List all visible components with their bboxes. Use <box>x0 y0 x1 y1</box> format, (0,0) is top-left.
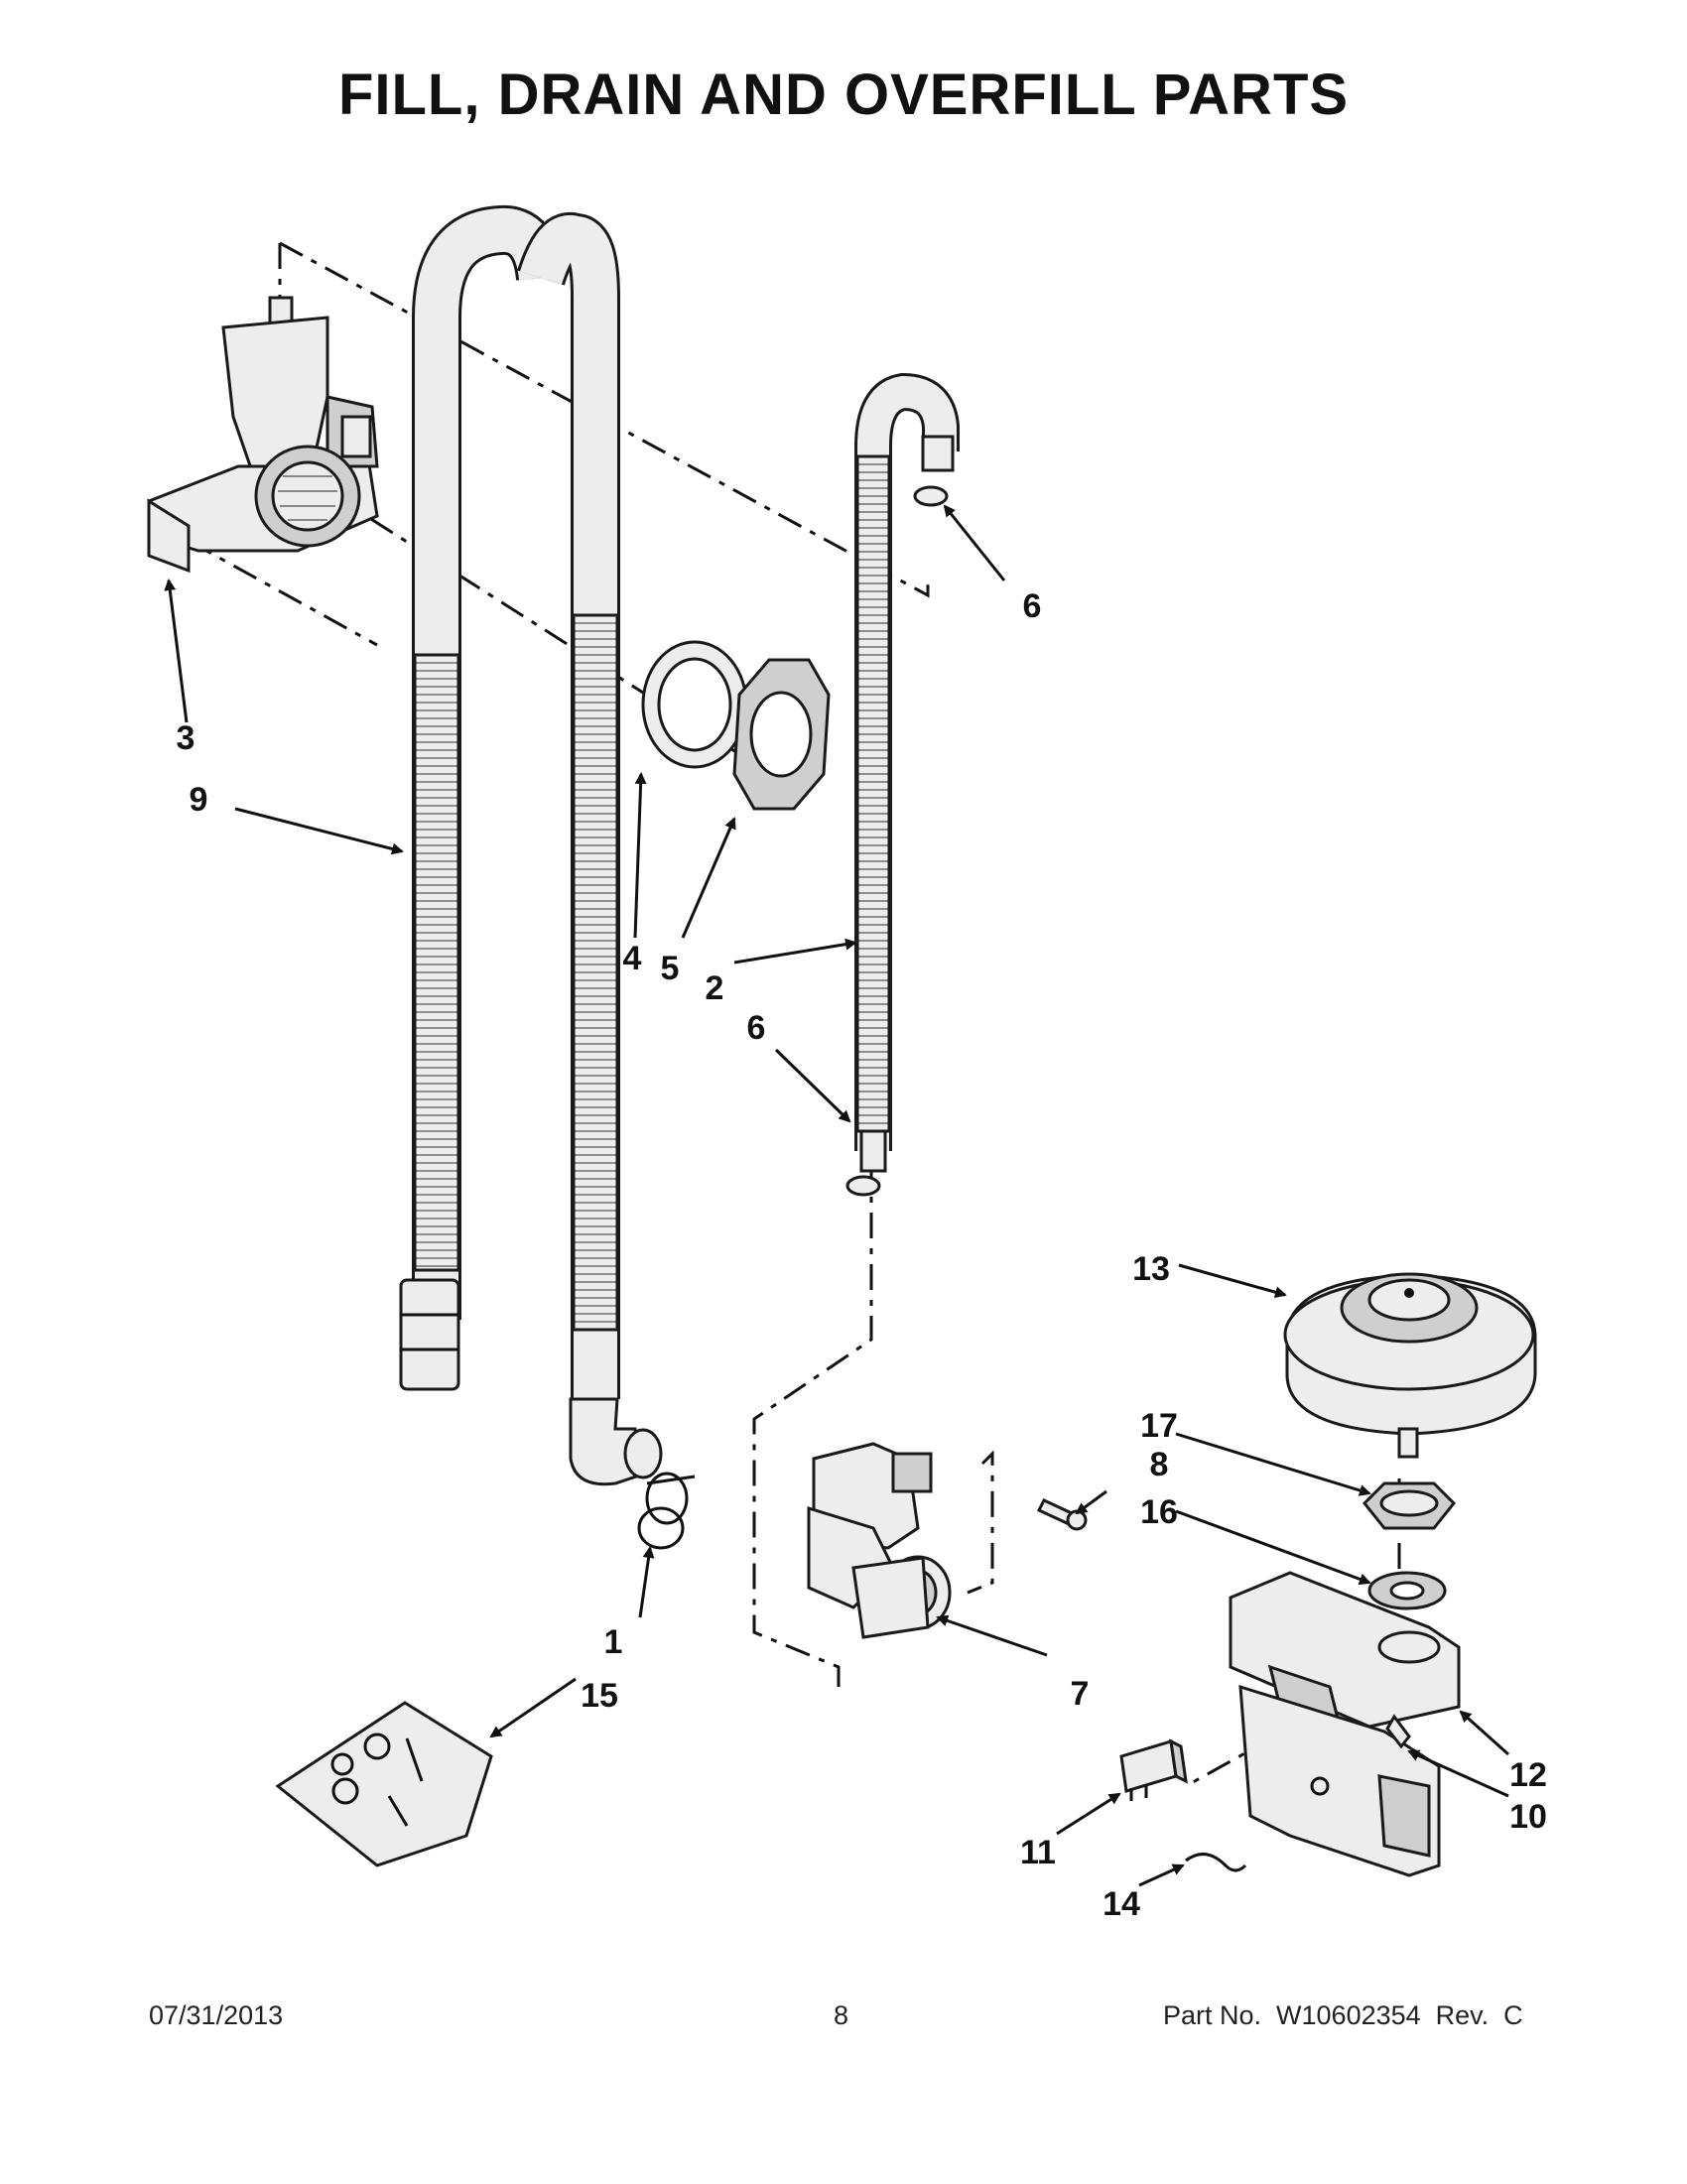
callout-4: 4 <box>623 940 642 977</box>
part-7-inlet-valve <box>807 1442 952 1639</box>
callout-7: 7 <box>1071 1675 1090 1713</box>
part-14-clip <box>1185 1853 1247 1872</box>
callout-6-lower: 6 <box>747 1009 766 1047</box>
callout-10: 10 <box>1509 1798 1547 1836</box>
part-15-parts-bag <box>275 1701 493 1867</box>
callout-14: 14 <box>1103 1885 1140 1923</box>
page-title: FILL, DRAIN AND OVERFILL PARTS <box>337 63 1350 127</box>
part-13-float <box>1283 1272 1537 1459</box>
callout-labels: 3 9 4 5 2 6 6 13 17 8 16 1 15 7 12 10 11… <box>177 587 1547 1923</box>
footer-page-number: 8 <box>834 2000 849 2030</box>
part-3-fill-funnel <box>147 296 379 574</box>
footer-part-number: Part No. W10602354 Rev. C <box>1163 2000 1523 2030</box>
callout-13: 13 <box>1132 1250 1170 1288</box>
leader-arrows <box>164 504 1510 1887</box>
callout-2: 2 <box>706 969 724 1007</box>
callout-12: 12 <box>1509 1756 1547 1794</box>
part-8-screw <box>1036 1498 1088 1531</box>
part-2-fill-hose <box>845 372 960 1197</box>
callout-1: 1 <box>604 1623 623 1661</box>
part-11-switch <box>1119 1738 1188 1801</box>
part-10-bracket <box>1238 1684 1441 1877</box>
part-16-washer <box>1367 1571 1447 1610</box>
callout-9: 9 <box>190 781 208 819</box>
callout-16: 16 <box>1140 1493 1178 1531</box>
footer-date: 07/31/2013 <box>149 2000 284 2030</box>
callout-15: 15 <box>581 1677 618 1715</box>
callout-5: 5 <box>661 950 680 987</box>
part-1-hose-clamp <box>637 1472 696 1550</box>
part-5-nut <box>732 658 831 811</box>
part-17-nut <box>1362 1481 1457 1530</box>
callout-3: 3 <box>177 719 195 757</box>
callout-8: 8 <box>1150 1446 1169 1483</box>
part-9-drain-hose <box>399 205 663 1486</box>
callout-11: 11 <box>1020 1834 1056 1871</box>
callout-17: 17 <box>1140 1407 1178 1445</box>
part-4-gasket <box>641 640 748 769</box>
callout-6-upper: 6 <box>1023 587 1042 625</box>
